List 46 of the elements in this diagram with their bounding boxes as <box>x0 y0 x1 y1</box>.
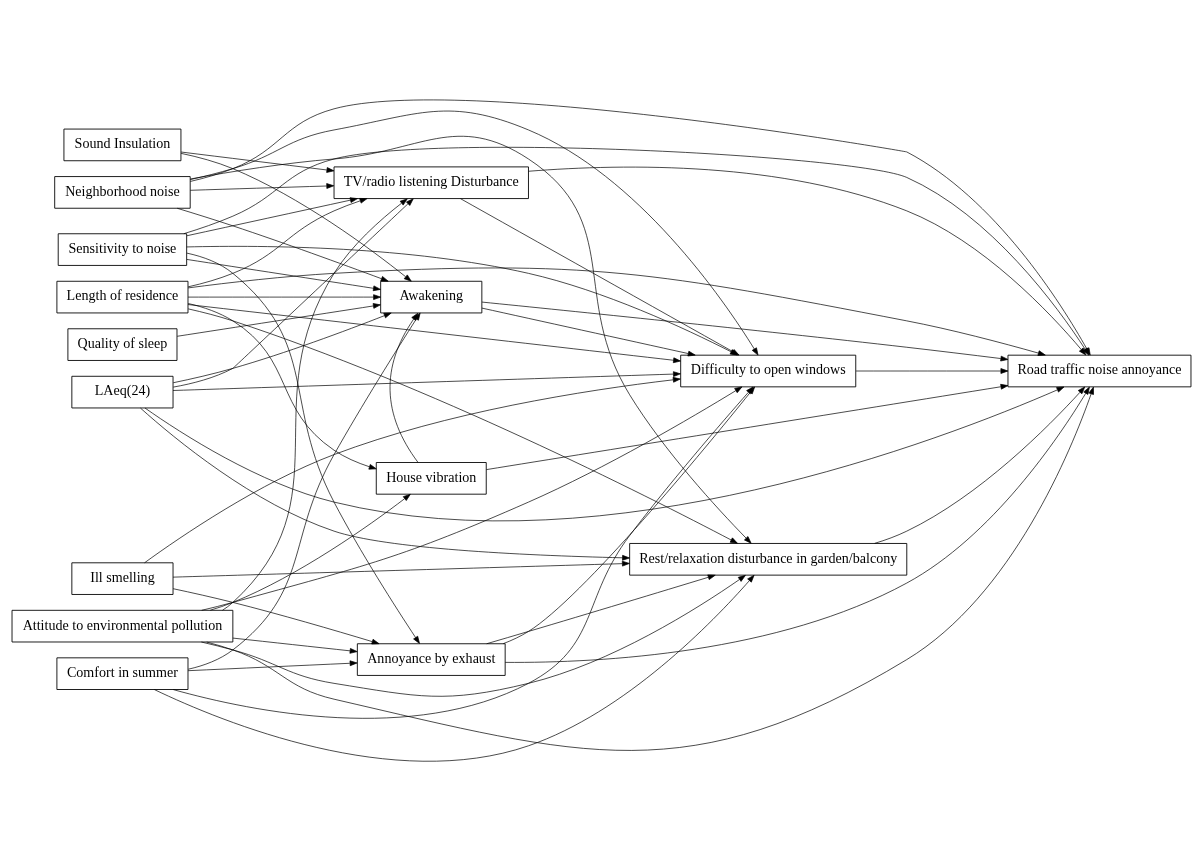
node-box: House vibration <box>375 461 487 495</box>
node-box: Neighborhood noise <box>54 175 191 209</box>
arrow <box>187 659 358 671</box>
node-box: Sensitivity to noise <box>57 232 188 266</box>
arrow <box>201 386 743 611</box>
arrow <box>222 198 408 611</box>
arrow <box>190 182 335 191</box>
node-box: Attitude to environmental pollution <box>11 609 234 642</box>
node-box: Quality of sleep <box>67 327 178 361</box>
node-box: Awakening <box>380 280 483 313</box>
node-box: Sound Insulation <box>63 128 182 161</box>
node-box: Ill smelling <box>71 561 174 595</box>
arrow <box>186 196 358 236</box>
arrow <box>187 303 681 363</box>
node-box: TV/radio listening Disturbance <box>333 165 529 199</box>
arrow <box>172 312 392 383</box>
arrow <box>186 258 381 291</box>
node-box: Annoyance by exhaust <box>356 642 506 676</box>
arrow <box>481 301 1009 361</box>
arrow <box>232 637 358 654</box>
arrow <box>180 151 335 173</box>
arrow <box>486 574 716 644</box>
node-box: Rest/relaxation disturbance in garden/balcony <box>629 542 908 576</box>
arrow <box>154 574 755 762</box>
node-box: LAeq(24) <box>71 375 174 408</box>
arrow <box>187 197 368 287</box>
arrow <box>481 307 696 356</box>
arrow <box>176 207 389 282</box>
arrow <box>180 152 412 282</box>
arrow <box>209 493 411 611</box>
arrow <box>172 370 681 391</box>
node-box: Difficulty to open windows <box>680 354 857 387</box>
arrow <box>187 302 377 469</box>
arrow <box>855 367 1009 374</box>
arrow <box>874 386 1086 544</box>
arrow <box>172 560 630 577</box>
arrow <box>144 376 681 563</box>
arrow <box>187 293 381 300</box>
arrow <box>140 407 630 561</box>
node-box: Comfort in summer <box>56 656 189 690</box>
node-box: Length of residence <box>56 280 189 313</box>
arrow <box>172 198 414 387</box>
arrow <box>176 302 381 337</box>
arrow <box>172 587 380 644</box>
arrow <box>201 574 746 697</box>
node-box: Road traffic noise annoyance <box>1007 354 1192 387</box>
